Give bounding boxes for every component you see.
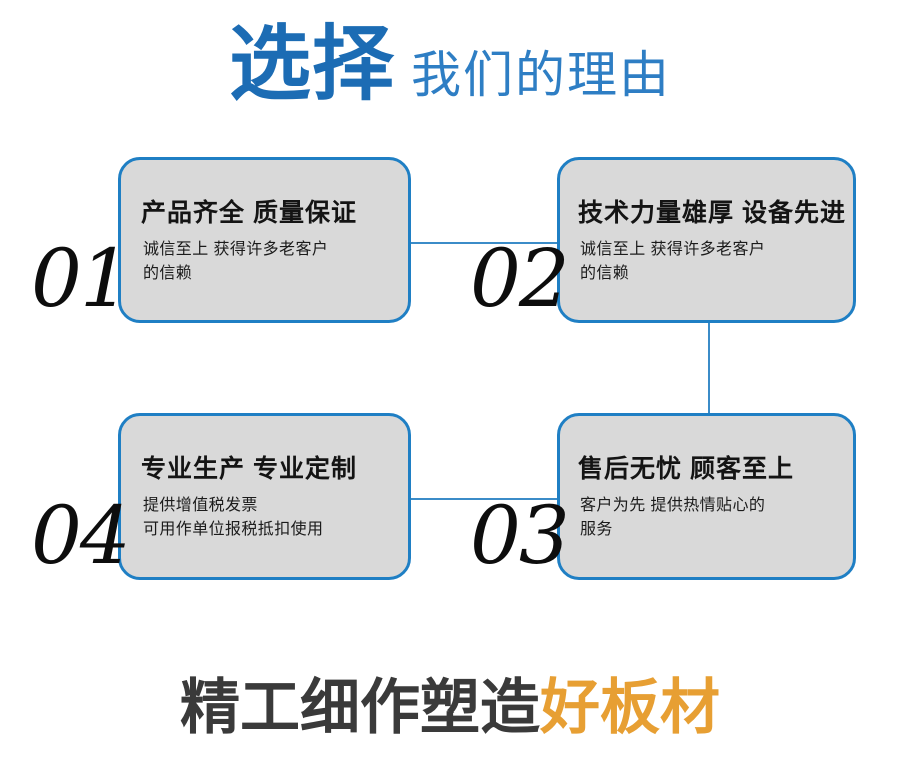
feature-card-01-number: 01 <box>31 232 131 325</box>
feature-card-01: 产品齐全 质量保证 诚信至上 获得许多老客户 的信赖 <box>118 157 411 323</box>
feature-card-02-title: 技术力量雄厚 设备先进 <box>578 199 846 227</box>
feature-card-02-description: 诚信至上 获得许多老客户 的信赖 <box>580 238 842 286</box>
feature-card-02-description-line-2: 的信赖 <box>580 265 630 282</box>
header-title-strong: 选择 <box>228 17 395 112</box>
page-footer-slogan: 精工细作塑造 好板材 <box>0 668 900 748</box>
feature-card-04-title: 专业生产 专业定制 <box>141 455 357 483</box>
connector-line-02-to-03 <box>708 320 710 415</box>
feature-card-03-description-line-2: 服务 <box>580 521 613 538</box>
feature-card-01-title: 产品齐全 质量保证 <box>141 199 357 227</box>
feature-card-02: 技术力量雄厚 设备先进 诚信至上 获得许多老客户 的信赖 <box>557 157 856 323</box>
feature-card-02-number: 02 <box>470 232 570 325</box>
feature-card-03-number: 03 <box>470 489 570 582</box>
footer-slogan-dark: 精工细作塑造 <box>180 674 540 741</box>
feature-card-04-number: 04 <box>31 489 131 582</box>
feature-card-04-description-line-1: 提供增值税发票 <box>143 497 258 514</box>
feature-card-01-description-line-2: 的信赖 <box>143 265 193 282</box>
feature-card-01-description: 诚信至上 获得许多老客户 的信赖 <box>143 238 393 286</box>
header-title-light: 我们的理由 <box>411 47 671 103</box>
feature-card-02-description-line-1: 诚信至上 获得许多老客户 <box>580 241 766 258</box>
footer-slogan-accent: 好板材 <box>540 674 720 741</box>
connector-line-01-to-02 <box>409 242 559 244</box>
feature-card-04-description: 提供增值税发票 可用作单位报税抵扣使用 <box>143 494 393 542</box>
feature-card-01-description-line-1: 诚信至上 获得许多老客户 <box>143 241 329 258</box>
feature-card-04-description-line-2: 可用作单位报税抵扣使用 <box>143 521 324 538</box>
feature-card-04: 专业生产 专业定制 提供增值税发票 可用作单位报税抵扣使用 <box>118 413 411 580</box>
page-header: 选择 我们的理由 <box>0 24 900 120</box>
feature-card-03: 售后无忧 顾客至上 客户为先 提供热情贴心的 服务 <box>557 413 856 580</box>
feature-card-03-title: 售后无忧 顾客至上 <box>578 455 794 483</box>
feature-card-03-description-line-1: 客户为先 提供热情贴心的 <box>580 497 766 514</box>
feature-card-03-description: 客户为先 提供热情贴心的 服务 <box>580 494 842 542</box>
connector-line-04-to-03 <box>409 498 559 500</box>
